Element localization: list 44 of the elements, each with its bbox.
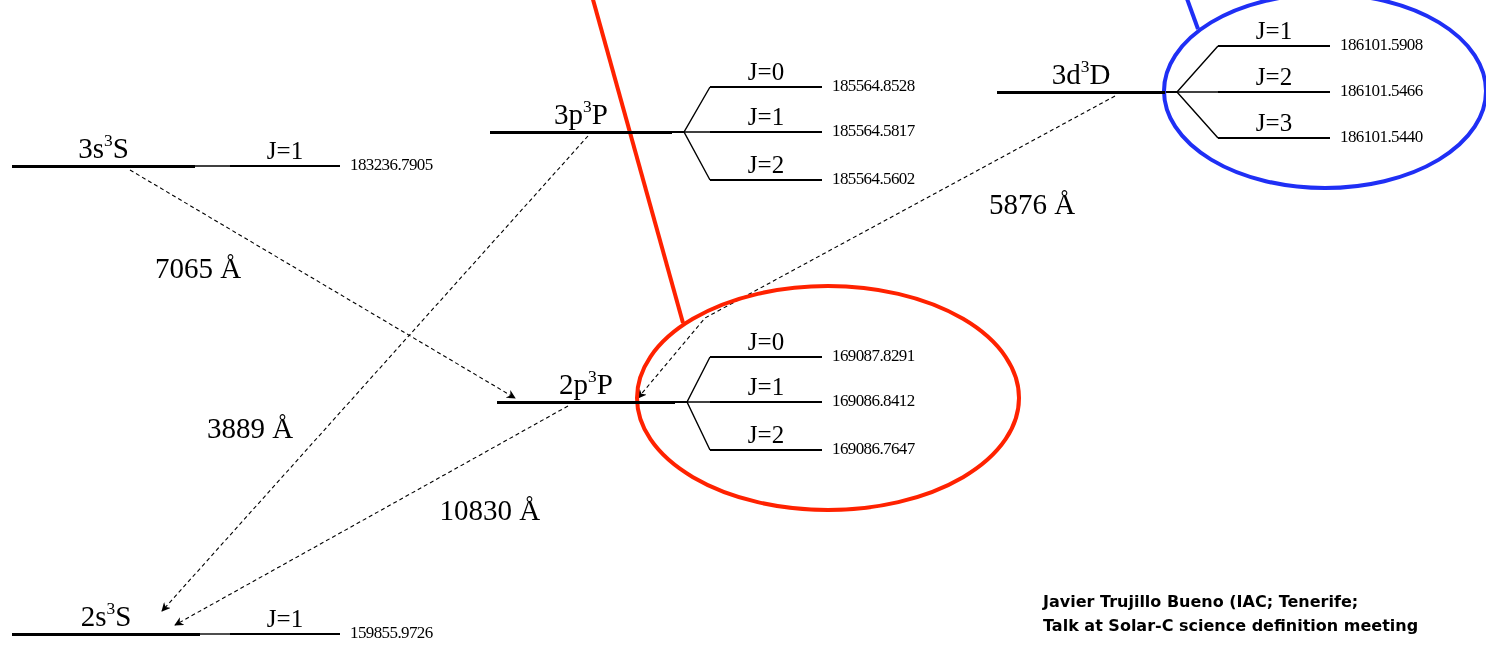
transition-arrow [637,95,1116,399]
level-label: 3p$^{3}$P [553,100,609,129]
level-label: J=0 [746,59,786,84]
level-label: J=2 [746,152,786,177]
energy-value: 186101.5466 [1340,82,1423,99]
transition-arrow [174,405,569,626]
author-note: Talk at Solar-C science definition meeting [1043,616,1419,636]
level-label: J=0 [746,329,786,354]
energy-value: 169087.8291 [832,347,915,364]
level-label: J=3 [1254,110,1294,135]
energy-value: 186101.5908 [1340,36,1423,53]
energy-level [997,58,1165,94]
energy-level [490,98,672,134]
level-label: J=1 [746,374,786,399]
author-note: Javier Trujillo Bueno (IAC; Tenerife; [1043,592,1359,612]
energy-value: 185564.5817 [832,122,915,139]
energy-value: 183236.7905 [350,156,433,173]
level-label: J=2 [746,422,786,447]
energy-value: 186101.5440 [1340,128,1423,145]
energy-value: 169086.8412 [832,392,915,409]
energy-value: 185564.5602 [832,170,915,187]
splitting-line [199,633,231,635]
level-label: 2s$^{3}$S [79,602,133,631]
level-label: 3d$^{3}$D [1050,60,1112,89]
energy-level [12,600,200,636]
energy-value: 185564.8528 [832,77,915,94]
splitting-line [671,131,711,181]
splitting-line [194,165,231,167]
level-label: J=1 [1254,18,1294,43]
splitting-line [1164,91,1219,139]
transition-arrow [129,169,516,399]
energy-value: 159855.9726 [350,624,433,641]
level-label: J=1 [746,104,786,129]
highlight-ellipse [635,284,1021,512]
level-label: J=2 [1254,64,1294,89]
transition-arrow [161,135,589,612]
splitting-line [674,401,711,451]
energy-value: 169086.7647 [832,440,915,457]
level-label: J=1 [265,606,305,631]
level-label: 3s$^{3}$S [77,134,130,163]
level-label: 2p$^{3}$P [558,370,614,399]
energy-level [497,368,675,404]
energy-level [12,132,195,168]
level-label: J=1 [265,138,305,163]
